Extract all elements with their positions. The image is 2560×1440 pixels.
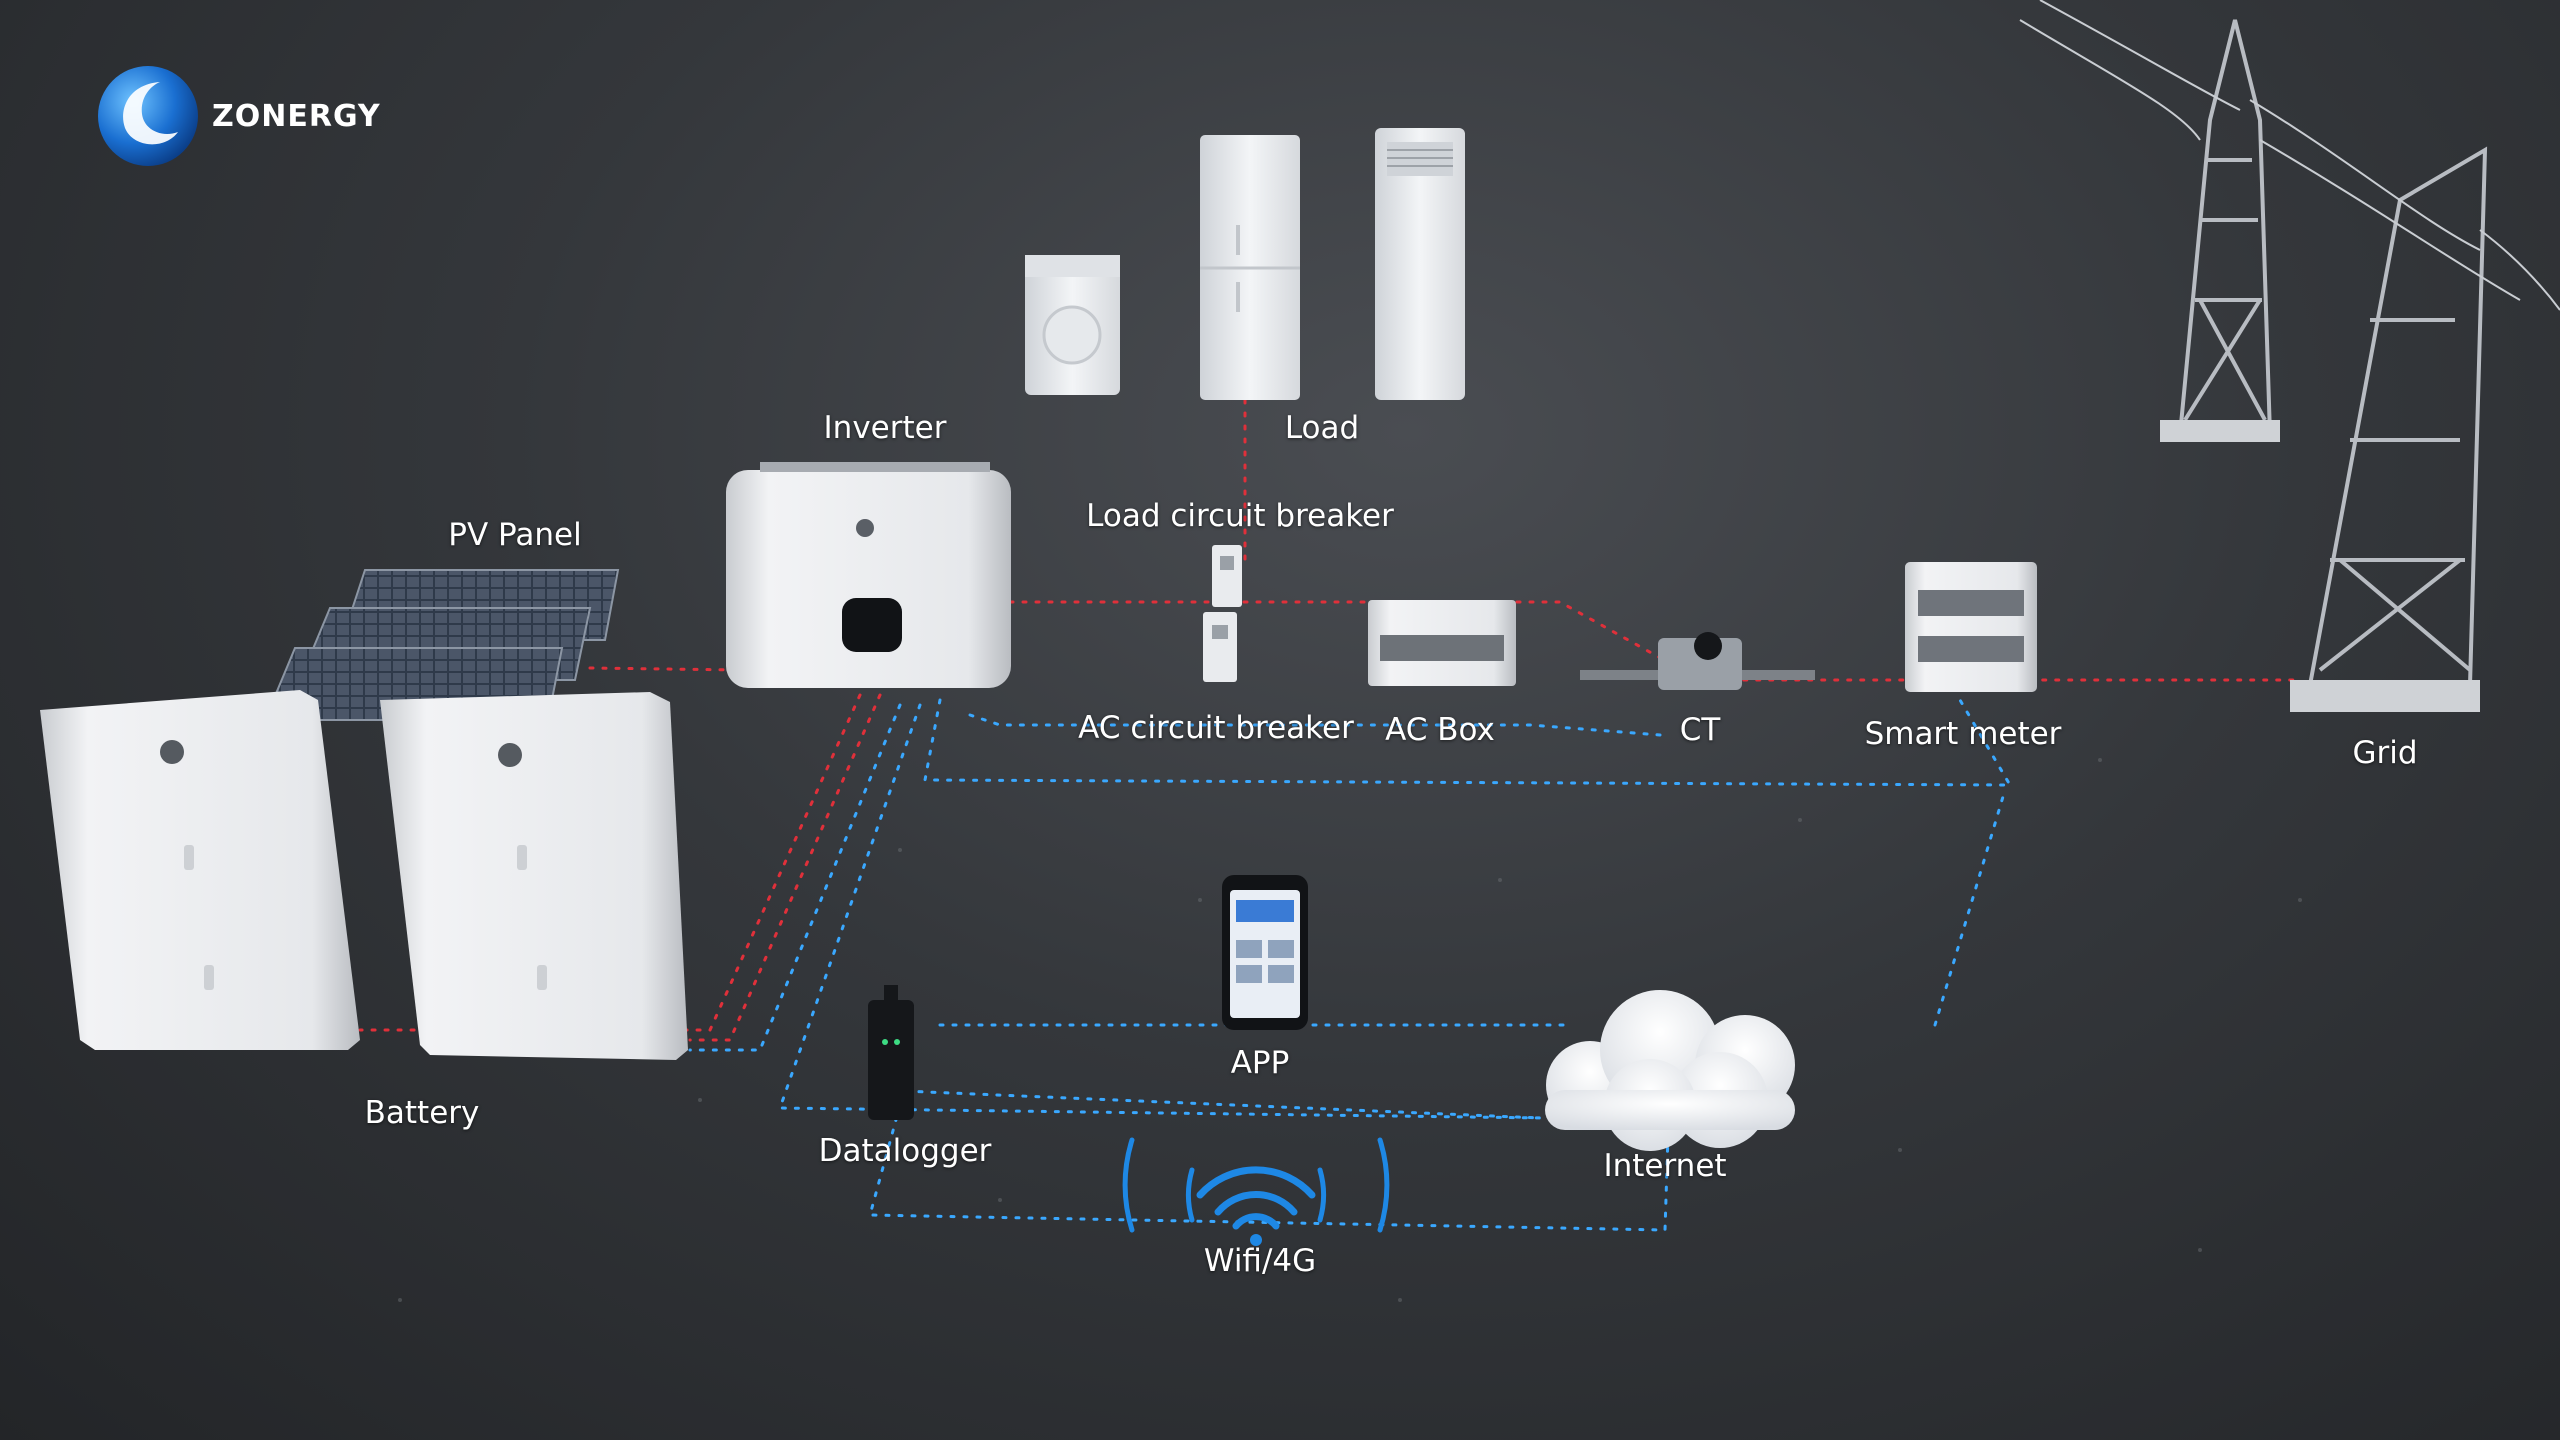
ac-box-icon: [1368, 600, 1516, 686]
washing-machine-icon: [1025, 255, 1120, 395]
label-app: APP: [1230, 1045, 1290, 1081]
brand-logo: ZONERGY: [98, 64, 381, 168]
label-internet: Internet: [1603, 1148, 1727, 1184]
communication-lines: [688, 698, 2013, 1232]
load-circuit-breaker-icon: [1212, 545, 1242, 607]
datalogger-icon: [868, 985, 914, 1120]
label-ac-circuit-breaker: AC circuit breaker: [1078, 710, 1354, 746]
label-wifi-4g: Wifi/4G: [1203, 1243, 1317, 1279]
zonergy-logo-icon: [98, 66, 198, 166]
battery-icon: [380, 692, 688, 1060]
wifi-icon: [1122, 1137, 1390, 1246]
cloud-icon: [1545, 990, 1795, 1151]
refrigerator-icon: [1200, 135, 1300, 400]
grid-tower-icon: [2160, 19, 2488, 712]
air-conditioner-icon: [1375, 128, 1465, 400]
ac-circuit-breaker-icon: [1203, 612, 1237, 682]
label-datalogger: Datalogger: [818, 1133, 992, 1169]
label-inverter: Inverter: [823, 410, 947, 446]
label-grid: Grid: [2352, 735, 2418, 771]
label-battery: Battery: [364, 1095, 480, 1131]
label-smart-meter: Smart meter: [1864, 716, 2062, 752]
phone-app-icon: [1222, 875, 1308, 1030]
label-load-circuit-breaker: Load circuit breaker: [1086, 498, 1394, 534]
label-ct: CT: [1679, 712, 1721, 748]
battery-icon: [40, 690, 360, 1050]
smart-meter-icon: [1905, 562, 2037, 692]
logo-mark-spacer: [98, 66, 198, 166]
power-lines: [2019, 0, 2560, 311]
ct-icon: [1580, 632, 1815, 690]
label-load: Load: [1284, 410, 1360, 446]
brand-name: ZONERGY: [212, 98, 381, 134]
label-pv-panel: PV Panel: [448, 517, 582, 553]
inverter-icon: [726, 462, 1011, 688]
label-ac-box: AC Box: [1385, 712, 1495, 748]
